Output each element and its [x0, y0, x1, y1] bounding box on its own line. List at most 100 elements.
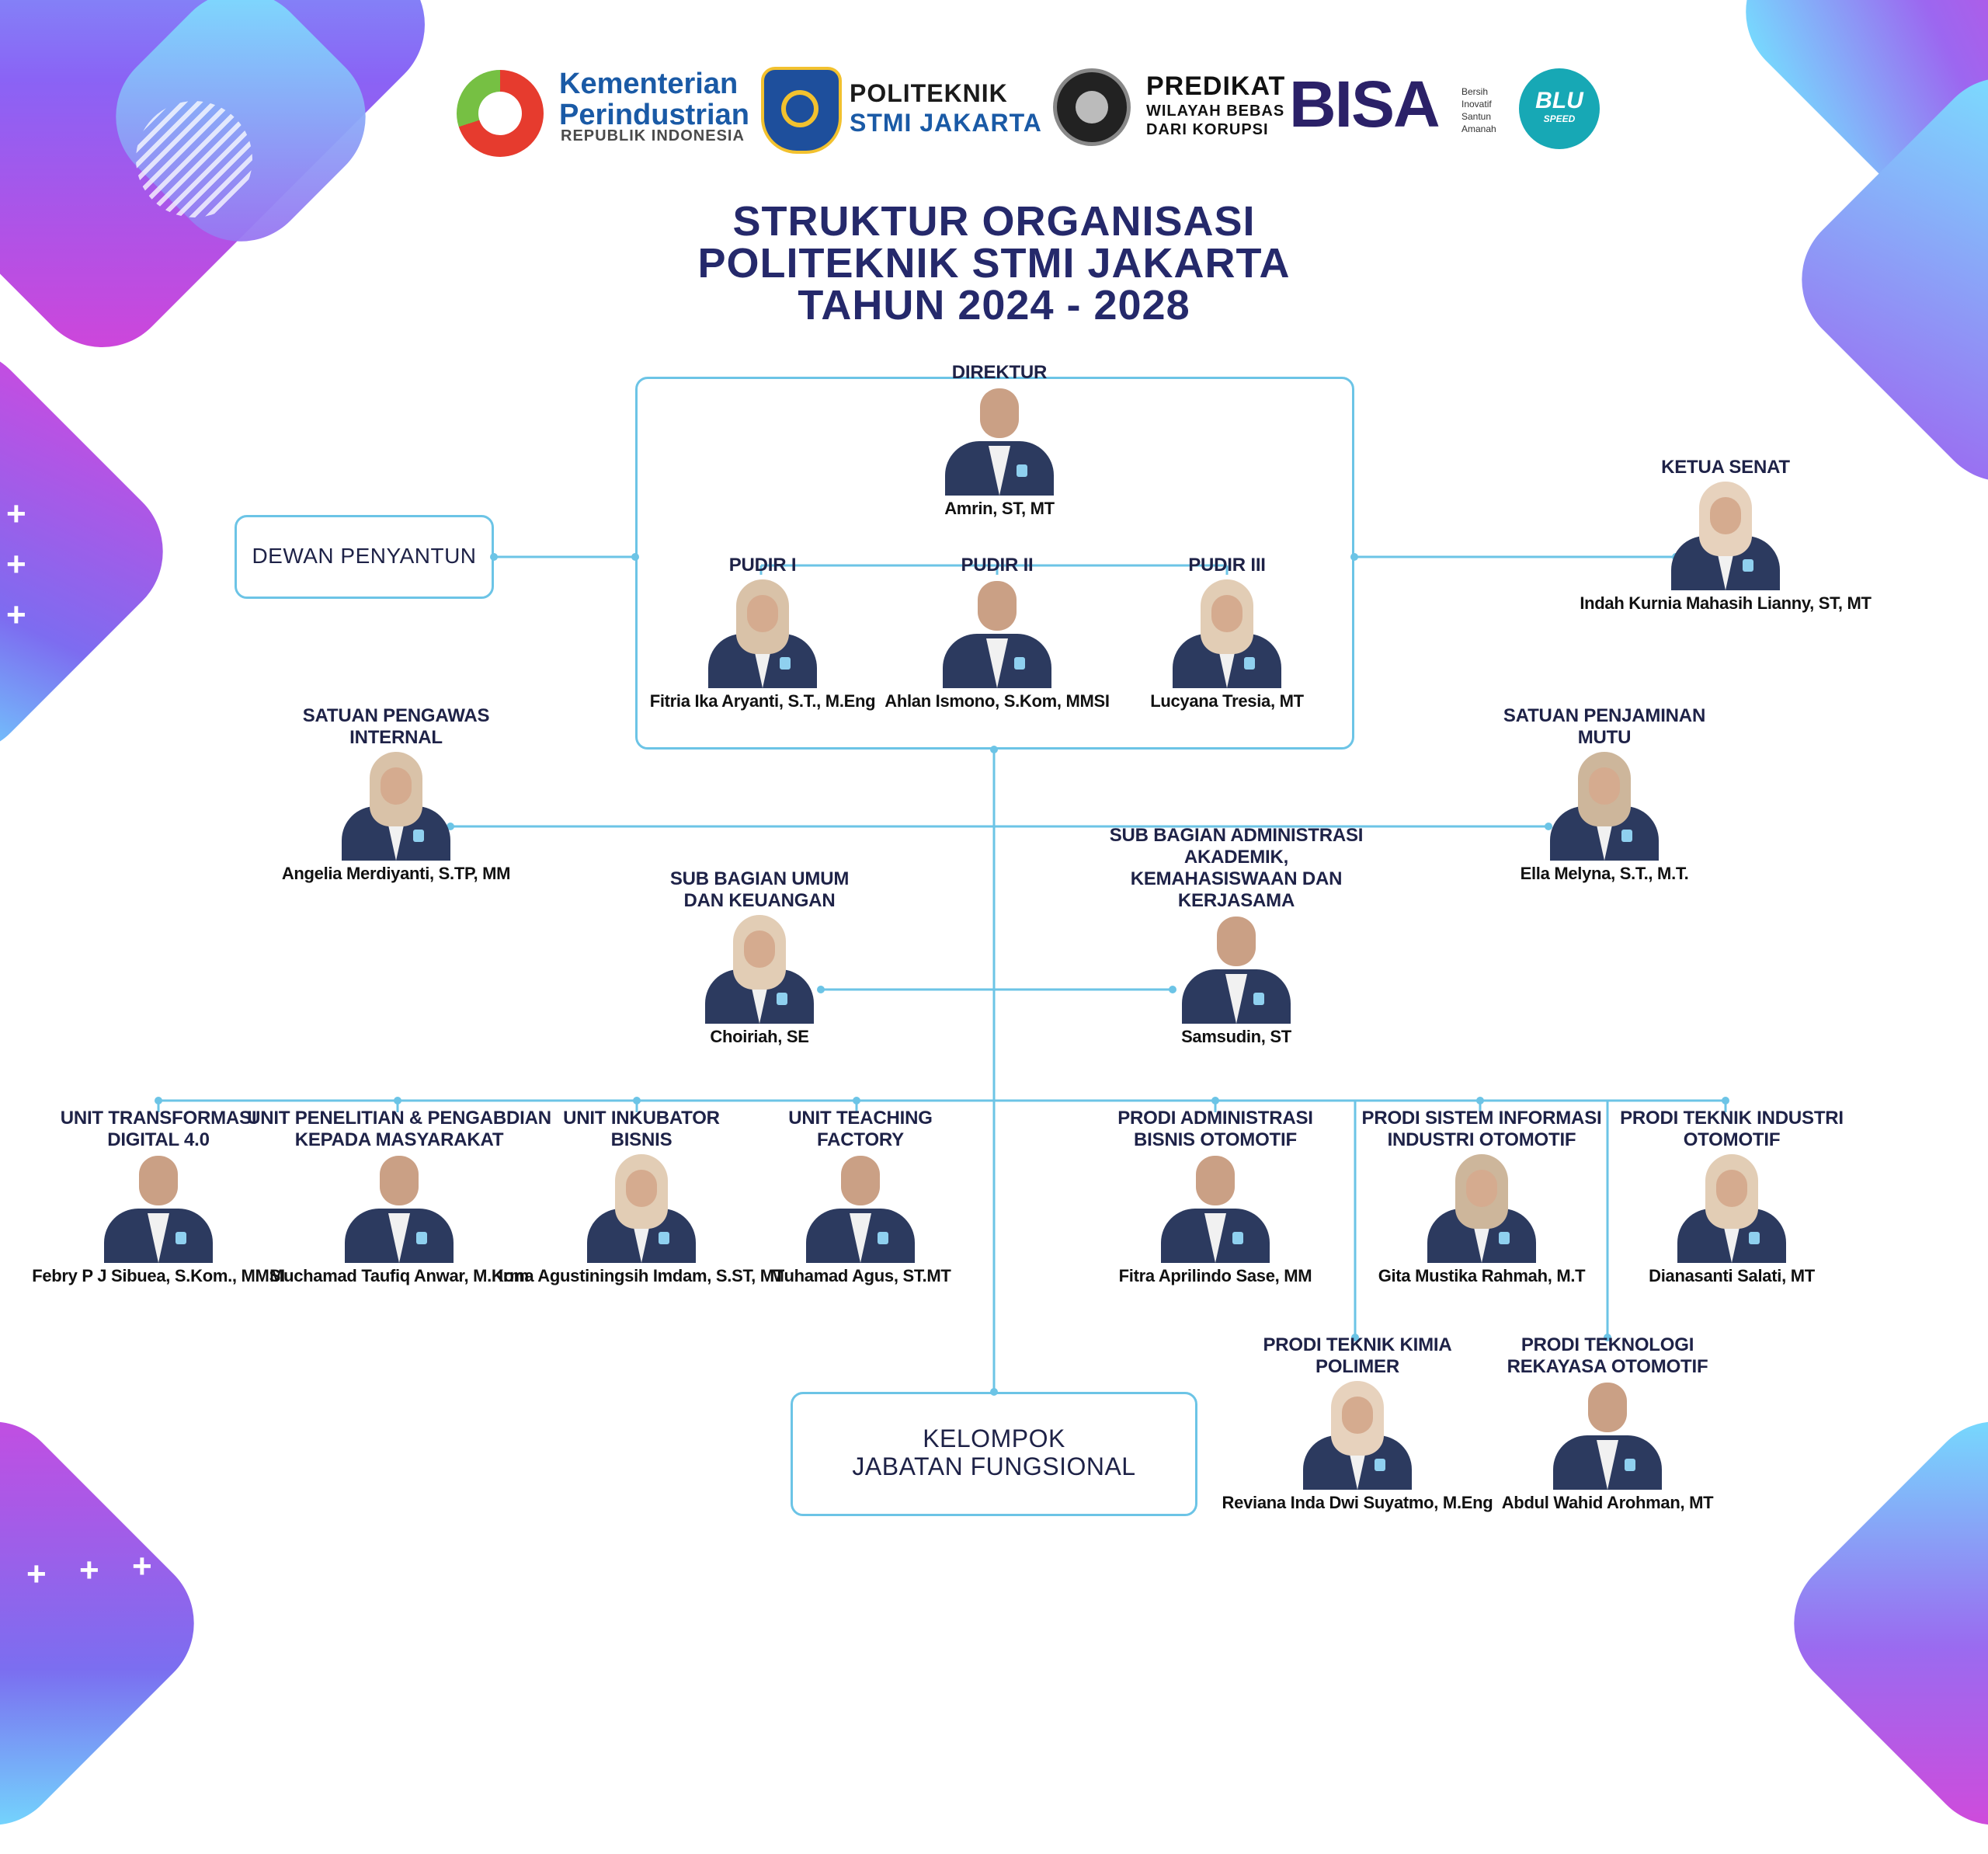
role-title: PRODI TEKNIK INDUSTRI OTOMOTIF [1620, 1108, 1844, 1150]
org-node-pudir-3: PUDIR III Lucyana Tresia, MT [1072, 555, 1382, 711]
person-name: Reviana Inda Dwi Suyatmo, M.Eng [1222, 1493, 1493, 1512]
role-title: PRODI SISTEM INFORMASI INDUSTRI OTOMOTIF [1361, 1108, 1602, 1150]
org-node-pudir-1: PUDIR I Fitria Ika Aryanti, S.T., M.Eng [607, 555, 918, 711]
org-node-prodi-tkp: PRODI TEKNIK KIMIA POLIMER Reviana Inda D… [1202, 1334, 1513, 1513]
portrait-photo [1173, 579, 1281, 688]
kelompok-jabfung-box [791, 1392, 1197, 1516]
person-name: Fitra Aprilindo Sase, MM [1118, 1266, 1312, 1285]
kemenperin-logo-icon [457, 70, 544, 157]
portrait-photo [708, 579, 817, 688]
org-node-ketua-senat: KETUA SENAT Indah Kurnia Mahasih Lianny, … [1570, 457, 1881, 614]
plus-icon: + [132, 1547, 152, 1585]
org-node-pudir-2: PUDIR II Ahlan Ismono, S.Kom, MMSI [842, 555, 1152, 711]
wbk-subtitle: DARI KORUPSI [1146, 121, 1269, 138]
role-title: DIREKTUR [951, 362, 1048, 383]
plus-icon: + [79, 1551, 99, 1589]
wbk-subtitle: WILAYAH BEBAS [1146, 103, 1285, 120]
portrait-photo [1303, 1381, 1412, 1490]
person-name: Indah Kurnia Mahasih Lianny, ST, MT [1580, 593, 1872, 613]
portrait-photo [705, 915, 814, 1024]
decor-stripes [136, 101, 252, 217]
person-name: Irma Agustiningsih Imdam, S.ST, MT [499, 1266, 784, 1285]
person-name: Amrin, ST, MT [944, 499, 1055, 518]
role-title: UNIT PENELITIAN & PENGABDIAN KEPADA MASY… [247, 1108, 551, 1150]
person-name: Dianasanti Salati, MT [1649, 1266, 1815, 1285]
portrait-photo [1161, 1154, 1270, 1263]
kemenperin-subtitle: REPUBLIK INDONESIA [561, 127, 745, 144]
role-title: PUDIR III [1188, 555, 1266, 576]
role-title: PUDIR II [961, 555, 1034, 576]
portrait-photo [1553, 1381, 1662, 1490]
person-name: Fitria Ika Aryanti, S.T., M.Eng [649, 691, 876, 711]
portrait-photo [806, 1154, 915, 1263]
role-title: KETUA SENAT [1661, 457, 1790, 478]
org-node-sub-bagian-akademik: SUB BAGIAN ADMINISTRASI AKADEMIK, KEMAHA… [1081, 825, 1392, 1047]
org-node-prodi-tro: PRODI TEKNOLOGI REKAYASA OTOMOTIF Abdul W… [1452, 1334, 1763, 1513]
person-name: Angelia Merdiyanti, S.TP, MM [281, 864, 511, 883]
person-name: Ella Melyna, S.T., M.T. [1520, 864, 1689, 883]
portrait-photo [1550, 752, 1659, 861]
person-name: Abdul Wahid Arohman, MT [1501, 1493, 1714, 1512]
org-node-unit-teaching-factory: UNIT TEACHING FACTORY Muhamad Agus, ST.MT [705, 1108, 1016, 1286]
person-name: Samsudin, ST [1181, 1027, 1291, 1046]
portrait-photo [345, 1154, 454, 1263]
person-name: Ahlan Ismono, S.Kom, MMSI [885, 691, 1110, 711]
kemenperin-name: Kementerian [559, 68, 739, 100]
role-title: SATUAN PENJAMINAN MUTU [1503, 705, 1706, 748]
role-title: UNIT TEACHING FACTORY [788, 1108, 933, 1150]
plus-icon: + [6, 596, 26, 634]
portrait-photo [1427, 1154, 1536, 1263]
portrait-photo [943, 579, 1051, 688]
portrait-photo [1677, 1154, 1786, 1263]
dewan-penyantun-box [235, 515, 494, 599]
org-connector-lines [155, 553, 1729, 1396]
role-title: SATUAN PENGAWAS INTERNAL [302, 705, 490, 748]
plus-icon: + [6, 495, 26, 533]
portrait-photo [945, 387, 1054, 496]
plus-icon: + [6, 545, 26, 583]
bisa-tagline: Bersih Inovatif Santun Amanah [1461, 86, 1496, 134]
org-node-prodi-sio: PRODI SISTEM INFORMASI INDUSTRI OTOMOTIF… [1326, 1108, 1637, 1286]
portrait-photo [342, 752, 450, 861]
role-title: UNIT INKUBATOR BISNIS [563, 1108, 720, 1150]
wbk-title: PREDIKAT [1146, 71, 1286, 101]
org-node-prodi-abo: PRODI ADMINISTRASI BISNIS OTOMOTIF Fitra … [1060, 1108, 1371, 1286]
wbk-badge-icon [1053, 68, 1131, 146]
person-name: Gita Mustika Rahmah, M.T [1378, 1266, 1586, 1285]
role-title: SUB BAGIAN UMUM DAN KEUANGAN [669, 868, 850, 911]
org-node-direktur: DIREKTUR Amrin, ST, MT [844, 362, 1155, 519]
org-node-prodi-tio: PRODI TEKNIK INDUSTRI OTOMOTIF Dianasanti… [1576, 1108, 1887, 1286]
politeknik-name: STMI JAKARTA [850, 109, 1042, 137]
person-name: Lucyana Tresia, MT [1150, 691, 1304, 711]
kemenperin-name: Perindustrian [559, 99, 749, 131]
person-name: Febry P J Sibuea, S.Kom., MMSI [32, 1266, 285, 1285]
kelompok-jabfung-label: KELOMPOK JABATAN FUNGSIONAL [852, 1424, 1136, 1480]
politeknik-shield-icon [761, 67, 842, 154]
person-name: Muchamad Taufiq Anwar, M.Kom [269, 1266, 529, 1285]
org-node-unit-inkubator: UNIT INKUBATOR BISNIS Irma Agustiningsih … [486, 1108, 797, 1286]
role-title: SUB BAGIAN ADMINISTRASI AKADEMIK, KEMAHA… [1109, 825, 1364, 911]
org-node-spi: SATUAN PENGAWAS INTERNAL Angelia Merdiyan… [241, 705, 551, 884]
role-title: PRODI ADMINISTRASI BISNIS OTOMOTIF [1117, 1108, 1313, 1150]
dewan-penyantun-label: DEWAN PENYANTUN [252, 544, 477, 568]
portrait-photo [104, 1154, 213, 1263]
portrait-photo [1182, 915, 1291, 1024]
org-node-spm: SATUAN PENJAMINAN MUTU Ella Melyna, S.T.,… [1449, 705, 1760, 884]
org-node-sub-bagian-umum: SUB BAGIAN UMUM DAN KEUANGAN Choiriah, SE [604, 868, 915, 1047]
politeknik-name: POLITEKNIK [850, 79, 1008, 107]
role-title: UNIT TRANSFORMASI DIGITAL 4.0 [60, 1108, 257, 1150]
person-name: Muhamad Agus, ST.MT [770, 1266, 951, 1285]
role-title: PUDIR I [728, 555, 797, 576]
page-title: TAHUN 2024 - 2028 [798, 282, 1190, 329]
role-title: PRODI TEKNOLOGI REKAYASA OTOMOTIF [1507, 1334, 1708, 1377]
portrait-photo [1671, 482, 1780, 590]
role-title: PRODI TEKNIK KIMIA POLIMER [1263, 1334, 1452, 1377]
page-title: STRUKTUR ORGANISASI [732, 198, 1256, 245]
blu-speed-logo: BLU SPEED [1519, 68, 1600, 149]
org-node-unit-penelitian: UNIT PENELITIAN & PENGABDIAN KEPADA MASY… [244, 1108, 554, 1286]
page-title: POLITEKNIK STMI JAKARTA [697, 240, 1291, 287]
person-name: Choiriah, SE [710, 1027, 809, 1046]
bisa-logo: BISA [1289, 68, 1441, 141]
plus-icon: + [26, 1555, 47, 1593]
